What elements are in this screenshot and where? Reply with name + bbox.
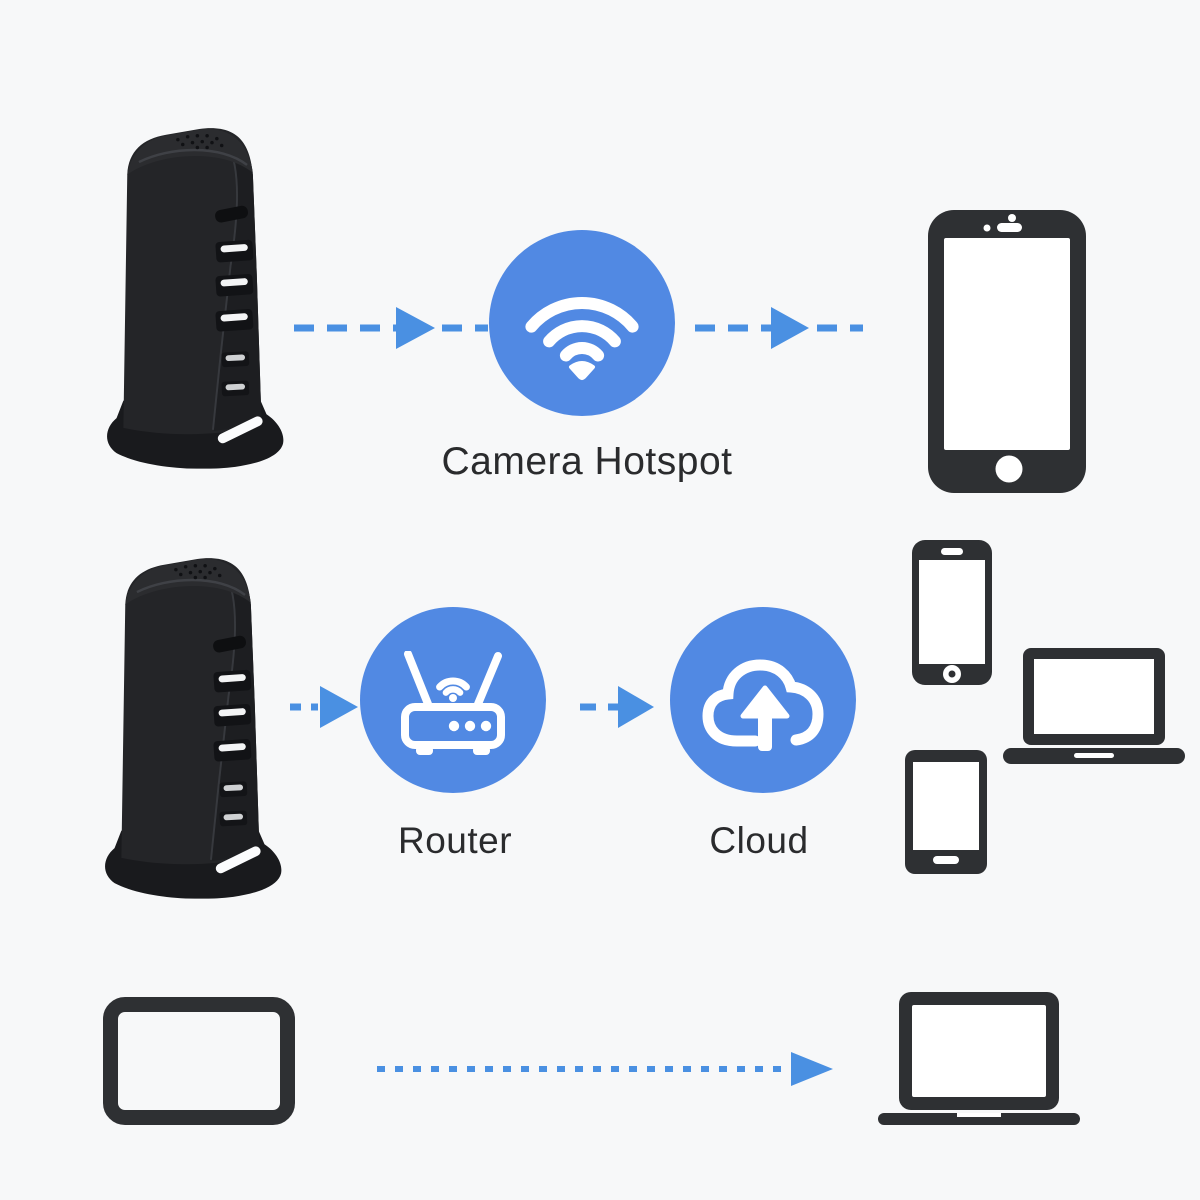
dashed-arrow-icon <box>294 307 488 349</box>
cloud-node <box>670 607 856 793</box>
smartphone-icon <box>928 210 1086 493</box>
cloud-upload-icon <box>702 659 824 751</box>
dashed-arrow-icon <box>580 686 654 728</box>
camera-hotspot-node <box>489 230 675 416</box>
display-screen-icon <box>103 997 295 1125</box>
laptop-icon <box>1003 648 1185 764</box>
tablet-icon <box>905 750 987 874</box>
dashed-arrow-icon <box>290 686 358 728</box>
usb-charger-camera-icon <box>100 118 285 469</box>
camera-hotspot-label: Camera Hotspot <box>441 440 733 483</box>
dashed-arrow-icon <box>695 307 863 349</box>
laptop-icon <box>878 992 1080 1125</box>
router-icon <box>401 651 505 755</box>
cloud-label: Cloud <box>709 820 809 861</box>
router-node <box>360 607 546 793</box>
wifi-icon <box>525 296 639 380</box>
smartphone-icon <box>912 540 992 685</box>
router-label: Router <box>397 820 513 861</box>
usb-charger-camera-icon <box>98 548 283 899</box>
dotted-arrow-icon <box>377 1052 833 1086</box>
